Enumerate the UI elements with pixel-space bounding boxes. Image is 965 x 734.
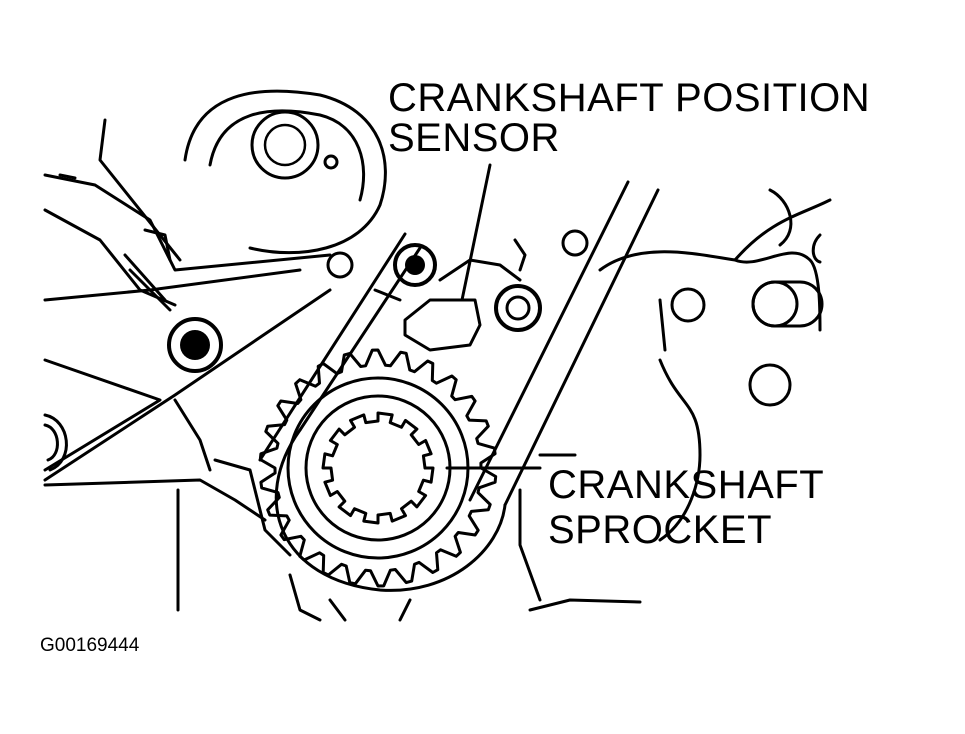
sensor-label-line2: SENSOR bbox=[388, 116, 560, 160]
leader-lines bbox=[445, 163, 542, 470]
upper-pulley bbox=[183, 89, 387, 255]
lower-housing bbox=[213, 458, 412, 622]
sprocket-hub-ring bbox=[304, 394, 452, 542]
crankshaft-position-sensor bbox=[373, 238, 527, 352]
right-housing bbox=[518, 188, 832, 612]
crankshaft-sprocket bbox=[258, 348, 498, 588]
sprocket-splined-bore bbox=[321, 411, 435, 525]
sprocket-label-line2: SPROCKET bbox=[548, 508, 773, 552]
figure-id: G00169444 bbox=[40, 635, 140, 656]
sprocket-flange bbox=[286, 376, 470, 560]
sprocket-teeth bbox=[258, 348, 498, 588]
lower-left-housing bbox=[43, 268, 332, 612]
sprocket-label-line1: CRANKSHAFT bbox=[548, 463, 825, 507]
left-bolt bbox=[167, 317, 223, 373]
tensioner-bolts bbox=[326, 229, 589, 332]
sensor-label-line1: CRANKSHAFT POSITION bbox=[388, 76, 871, 120]
